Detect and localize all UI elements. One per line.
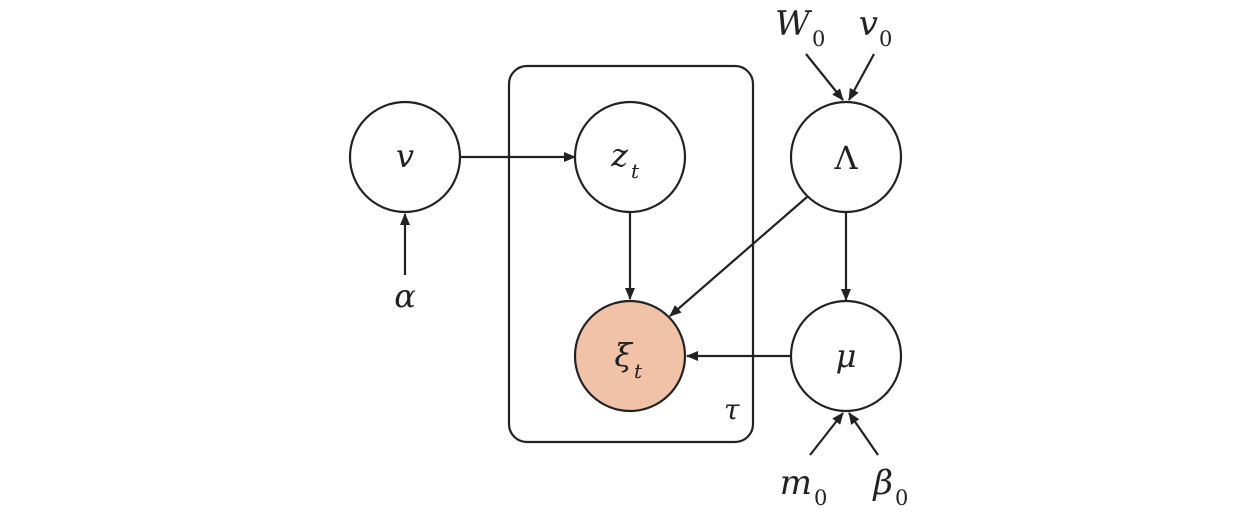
param-w0-symbol: W — [775, 4, 813, 44]
param-nu0-subscript: 0 — [879, 27, 892, 51]
param-m0-symbol: m — [780, 463, 812, 503]
node-z: z t — [573, 100, 687, 214]
edge-lambda-to-xi — [669, 196, 808, 317]
param-w0: W 0 — [775, 4, 825, 51]
param-alpha: α — [394, 277, 416, 315]
plate-label: τ — [724, 393, 740, 426]
node-xi-symbol: ξ — [614, 336, 633, 374]
node-mu: μ — [789, 299, 903, 413]
plate-border — [507, 64, 755, 444]
node-mu-circle — [789, 299, 903, 413]
node-xi-subscript: t — [634, 359, 643, 383]
edge-nu0-to-lambda — [848, 53, 875, 101]
param-m0-subscript: 0 — [814, 486, 827, 510]
node-z-symbol: z — [610, 136, 629, 174]
node-z-circle — [573, 100, 687, 214]
param-beta0-symbol: β — [871, 463, 893, 503]
edge-m0-to-mu — [809, 412, 844, 456]
edge-beta0-to-mu — [848, 412, 879, 456]
param-w0-subscript: 0 — [812, 27, 825, 51]
node-xi-circle — [573, 299, 687, 413]
node-z-subscript: t — [631, 159, 640, 183]
param-beta0: β 0 — [871, 463, 908, 510]
edge-w0-to-lambda — [805, 53, 844, 101]
edges — [400, 53, 879, 456]
param-alpha-symbol: α — [394, 277, 416, 315]
node-lambda-symbol: Λ — [833, 139, 858, 177]
plate-tau: τ — [507, 64, 755, 444]
param-m0: m 0 — [780, 463, 828, 510]
node-mu-symbol: μ — [836, 337, 857, 375]
node-xi: ξ t — [573, 299, 687, 413]
node-v: v — [348, 100, 462, 214]
node-lambda: Λ — [789, 100, 903, 214]
param-beta0-subscript: 0 — [895, 486, 908, 510]
param-nu0-symbol: v — [859, 4, 878, 44]
node-v-symbol: v — [396, 137, 414, 175]
param-nu0: v 0 — [859, 4, 893, 51]
node-lambda-circle — [789, 100, 903, 214]
node-v-circle — [348, 100, 462, 214]
